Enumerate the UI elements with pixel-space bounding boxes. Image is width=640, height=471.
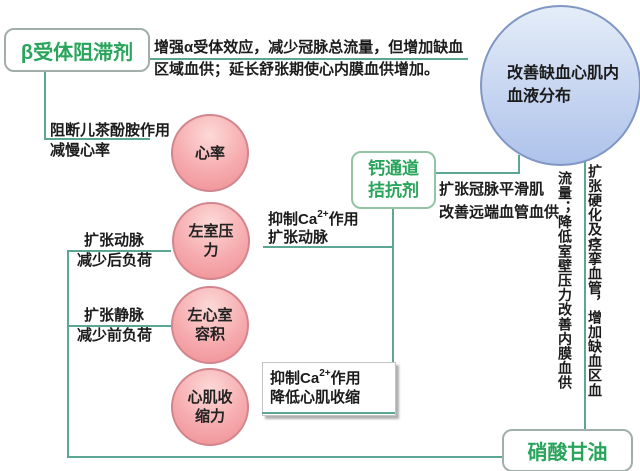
circle-lv-pressure: 左室压 力 (172, 202, 250, 280)
nitroglycerin-box: 硝酸甘油 (502, 429, 633, 471)
calcium-right-note-line2: 改善远端血管血供 (439, 204, 560, 221)
vein-note-line1: 扩张静脉 (84, 307, 145, 324)
circle-lv-volume-line2: 容积 (194, 326, 225, 343)
beta-blocker-box: β受体阻滞剂 (4, 28, 150, 72)
nitro-vertical-note-col-left: 流量；降低室壁压力改善内膜血供 (557, 171, 573, 390)
blue-circle-blood-distribution (480, 5, 640, 166)
ca-note-upper-sup: 2+ (317, 209, 329, 220)
nitro-vertical-note-col-right: 扩张硬化及痉挛血管，增加缺血区血 (587, 164, 603, 398)
ca-note-lower-post: 作用 (330, 370, 361, 387)
blue-circle-note-line2: 血液分布 (507, 88, 572, 105)
vein-note-line2: 减少前负荷 (77, 327, 153, 344)
connector-beta-to-bluecircle (148, 58, 468, 60)
calcium-antagonist-line1: 钙通道 (368, 159, 419, 178)
beta-left-note-line1: 阻断儿茶酚胺作用 (50, 122, 171, 139)
connector-bottom-to-nitro (67, 456, 503, 458)
ca-note-upper-pre: 抑制Ca (268, 211, 318, 228)
connector-ca-upper (263, 246, 393, 248)
beta-left-note-line2: 减慢心率 (50, 142, 111, 159)
connector-beta-down (44, 67, 46, 139)
calcium-antagonist-line2: 拮抗剂 (368, 181, 419, 200)
connector-artery-note (67, 250, 171, 252)
artery-note-line1: 扩张动脉 (84, 232, 145, 249)
beta-blocker-label: β受体阻滞剂 (20, 41, 134, 64)
connector-calcium-down (392, 204, 394, 414)
ca-note-lower-pre: 抑制Ca (270, 370, 320, 387)
artery-note-line2: 减少后负荷 (77, 252, 153, 269)
circle-lv-volume-line1: 左心室 (187, 307, 233, 324)
ca-note-upper-line1: 抑制Ca2+作用 (268, 207, 359, 228)
ca-note-lower-line2: 降低心肌收缩 (270, 389, 361, 406)
connector-vein-note (67, 325, 171, 327)
connector-calcium-right (432, 172, 520, 174)
circle-lv-pressure-line2: 力 (203, 242, 219, 259)
ca-note-lower-line1: 抑制Ca2+作用 (270, 366, 361, 387)
circle-lv-volume: 左心室 容积 (171, 286, 249, 364)
calcium-right-note-line1: 扩张冠脉平滑肌 (439, 181, 545, 198)
beta-top-note-line2: 区域血供；延长舒张期使心内膜血供增加。 (154, 61, 440, 78)
beta-top-note-line1: 增强α受体效应，减少冠脉总流量，但增加缺血 (154, 39, 464, 56)
connector-calcium-to-bluecircle (518, 155, 520, 174)
connector-beta-to-heartrate (44, 138, 150, 140)
ca-note-upper-line2: 扩张动脉 (268, 229, 329, 246)
ca-note-lower-sup: 2+ (319, 368, 331, 379)
circle-contractility-line2: 缩力 (194, 408, 225, 425)
calcium-antagonist-box: 钙通道 拮抗剂 (351, 151, 436, 209)
ca-note-lower-box (262, 362, 396, 416)
circle-heart-rate: 心率 (171, 114, 249, 192)
ca-note-upper-post: 作用 (328, 211, 359, 228)
circle-lv-pressure-line1: 左室压 (188, 223, 234, 240)
nitroglycerin-label: 硝酸甘油 (527, 442, 608, 464)
circle-contractility: 心肌收 缩力 (171, 368, 249, 446)
circle-contractility-line1: 心肌收 (187, 389, 233, 406)
connector-ca-lower (262, 412, 395, 414)
connector-bluecircle-to-nitro (584, 156, 586, 430)
blue-circle-note-line1: 改善缺血心肌内 (507, 65, 620, 82)
connector-left-vertical (67, 250, 69, 458)
circle-heart-rate-label: 心率 (194, 144, 225, 162)
